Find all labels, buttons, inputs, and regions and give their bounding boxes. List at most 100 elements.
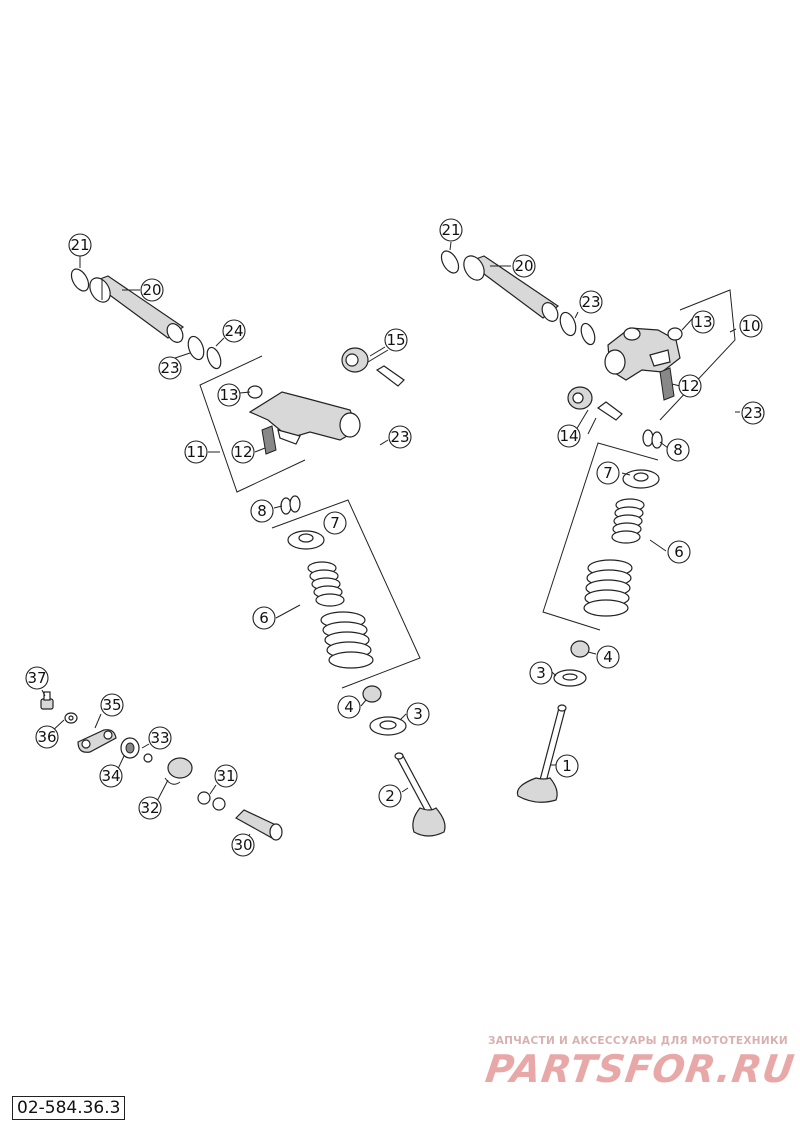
right-valve-keepers <box>642 429 663 449</box>
callout-34: 34 <box>99 764 123 788</box>
callout-32: 32 <box>138 796 162 820</box>
callout-8-right: 8 <box>666 438 690 462</box>
svg-text:37: 37 <box>27 669 46 687</box>
svg-text:20: 20 <box>514 257 533 275</box>
svg-text:34: 34 <box>101 767 120 785</box>
svg-text:35: 35 <box>102 696 121 714</box>
svg-text:2: 2 <box>385 787 395 805</box>
right-spring-seat <box>553 669 587 687</box>
callout-33: 33 <box>148 726 172 750</box>
right-rocker-arm <box>604 327 681 401</box>
svg-text:13: 13 <box>693 313 712 331</box>
washers-31 <box>197 791 226 811</box>
svg-text:7: 7 <box>603 464 613 482</box>
spring-32 <box>164 757 193 785</box>
callout-15: 15 <box>384 328 408 352</box>
screw-37 <box>40 691 54 710</box>
svg-text:4: 4 <box>344 698 354 716</box>
pin-30 <box>235 809 283 841</box>
svg-text:6: 6 <box>674 543 684 561</box>
svg-text:13: 13 <box>219 386 238 404</box>
left-spring-retainer <box>287 530 325 550</box>
callout-21-right: 21 <box>439 218 463 242</box>
right-nut-13 <box>667 327 683 341</box>
svg-text:1: 1 <box>562 757 572 775</box>
svg-text:6: 6 <box>259 609 269 627</box>
leader-lines <box>41 241 740 844</box>
callout-3-left: 3 <box>406 702 430 726</box>
left-valve <box>394 752 446 837</box>
svg-text:3: 3 <box>413 705 423 723</box>
svg-text:11: 11 <box>186 443 205 461</box>
callout-1: 1 <box>555 754 579 778</box>
callout-23-left-b: 23 <box>388 425 412 449</box>
left-valve-seal <box>362 685 382 703</box>
callout-23-right-a: 23 <box>579 290 603 314</box>
left-roller-and-pin <box>341 347 405 387</box>
svg-text:23: 23 <box>160 359 179 377</box>
callout-6-left: 6 <box>252 606 276 630</box>
left-spring-frame <box>271 499 421 689</box>
callout-3-right: 3 <box>529 661 553 685</box>
right-roller-and-pin <box>567 386 623 431</box>
svg-text:36: 36 <box>37 728 56 746</box>
callout-36: 36 <box>35 725 59 749</box>
watermark-logo: PARTSFOR.RU <box>482 1047 798 1091</box>
callout-21-left: 21 <box>68 233 92 257</box>
bearing-33 <box>120 737 153 763</box>
callout-4-right: 4 <box>596 645 620 669</box>
right-spring-retainer <box>622 469 660 489</box>
svg-text:4: 4 <box>603 648 613 666</box>
svg-text:23: 23 <box>390 428 409 446</box>
callout-10: 10 <box>739 314 763 338</box>
right-valve-seal <box>570 640 590 658</box>
svg-text:33: 33 <box>150 729 169 747</box>
svg-text:32: 32 <box>140 799 159 817</box>
callout-35: 35 <box>100 693 124 717</box>
svg-text:10: 10 <box>741 317 760 335</box>
svg-text:8: 8 <box>257 502 267 520</box>
svg-text:14: 14 <box>559 427 578 445</box>
svg-text:21: 21 <box>441 221 460 239</box>
callout-24: 24 <box>222 319 246 343</box>
callout-8-left: 8 <box>250 499 274 523</box>
callout-14: 14 <box>557 424 581 448</box>
left-rocker-frame <box>199 355 306 493</box>
callout-11: 11 <box>184 440 208 464</box>
callout-13-left: 13 <box>217 383 241 407</box>
svg-text:23: 23 <box>743 404 762 422</box>
svg-text:30: 30 <box>233 836 252 854</box>
left-shaft-washers <box>187 335 222 370</box>
right-spring-frame <box>542 442 659 631</box>
left-spring-seat <box>369 716 407 736</box>
left-outer-spring <box>320 611 374 669</box>
right-rocker-shaft <box>440 250 560 322</box>
callout-37: 37 <box>25 666 49 690</box>
callout-6-right: 6 <box>667 540 691 564</box>
callout-7-left: 7 <box>323 511 347 535</box>
plate-35-34 <box>77 729 117 753</box>
right-valve <box>516 704 567 803</box>
svg-text:31: 31 <box>216 767 235 785</box>
callout-20-right: 20 <box>512 254 536 278</box>
svg-text:15: 15 <box>386 331 405 349</box>
washer-36 <box>64 712 78 724</box>
svg-text:7: 7 <box>330 514 340 532</box>
drawing-number: 02-584.36.3 <box>12 1096 126 1120</box>
left-inner-spring <box>307 561 345 607</box>
svg-text:3: 3 <box>536 664 546 682</box>
callout-2: 2 <box>378 784 402 808</box>
callout-23-left-a: 23 <box>158 356 182 380</box>
svg-text:20: 20 <box>142 281 161 299</box>
callout-7-right: 7 <box>596 461 620 485</box>
svg-text:8: 8 <box>673 441 683 459</box>
callout-13-right: 13 <box>691 310 715 334</box>
svg-text:24: 24 <box>224 322 243 340</box>
callout-12-right: 12 <box>678 374 702 398</box>
svg-text:12: 12 <box>680 377 699 395</box>
callout-4-left: 4 <box>337 695 361 719</box>
right-shaft-washers <box>559 311 596 346</box>
callout-12-left: 12 <box>231 440 255 464</box>
callout-31: 31 <box>214 764 238 788</box>
